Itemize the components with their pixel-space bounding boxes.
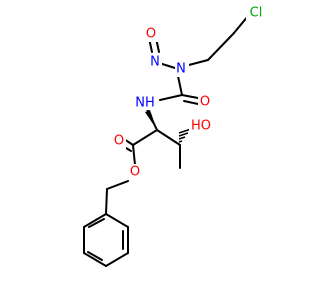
bond-cl-ch2 [233,15,249,34]
bond-c-nh [159,94,183,101]
wedge-bond-nh [145,110,157,130]
ester-carbonyl-oxygen-label: O [114,134,124,149]
urea-nitrogen-label: N [176,62,186,77]
ring-bond-4 [83,252,107,267]
ring-double-3 [88,218,105,228]
ester-oxygen-label: O [130,165,140,180]
bond-calpha-cbeta [156,129,181,146]
ring-bond-1 [105,213,129,228]
chlorine-label: Cl [250,6,263,21]
chemical-structure-diagram: Cl O N N O NH O O HO [83,5,268,267]
atom-label-layer: Cl O N N O NH O O HO [112,5,268,180]
bond-n-c-urea [177,75,183,96]
urea-oxygen-label: O [200,95,210,110]
bond-c-o-urea-1 [181,94,199,99]
bond-calpha-cester [132,129,158,146]
bond-ch2-ring [105,188,108,215]
bond-layer [83,15,249,267]
bond-o-ch2 [106,180,129,190]
amide-nh-label: NH [135,96,155,111]
bond-c-o-urea-2 [183,100,199,105]
bond-c-o-ester [132,144,136,166]
nitroso-nitrogen-label: N [150,55,160,70]
ring-bond-6 [83,213,107,228]
ring-bond-3 [105,252,129,267]
bond-ch2-ch2 [207,32,235,61]
nitroso-oxygen-label: O [146,27,156,42]
hydroxyl-label: HO [191,119,211,134]
ring-double-2 [87,251,103,261]
